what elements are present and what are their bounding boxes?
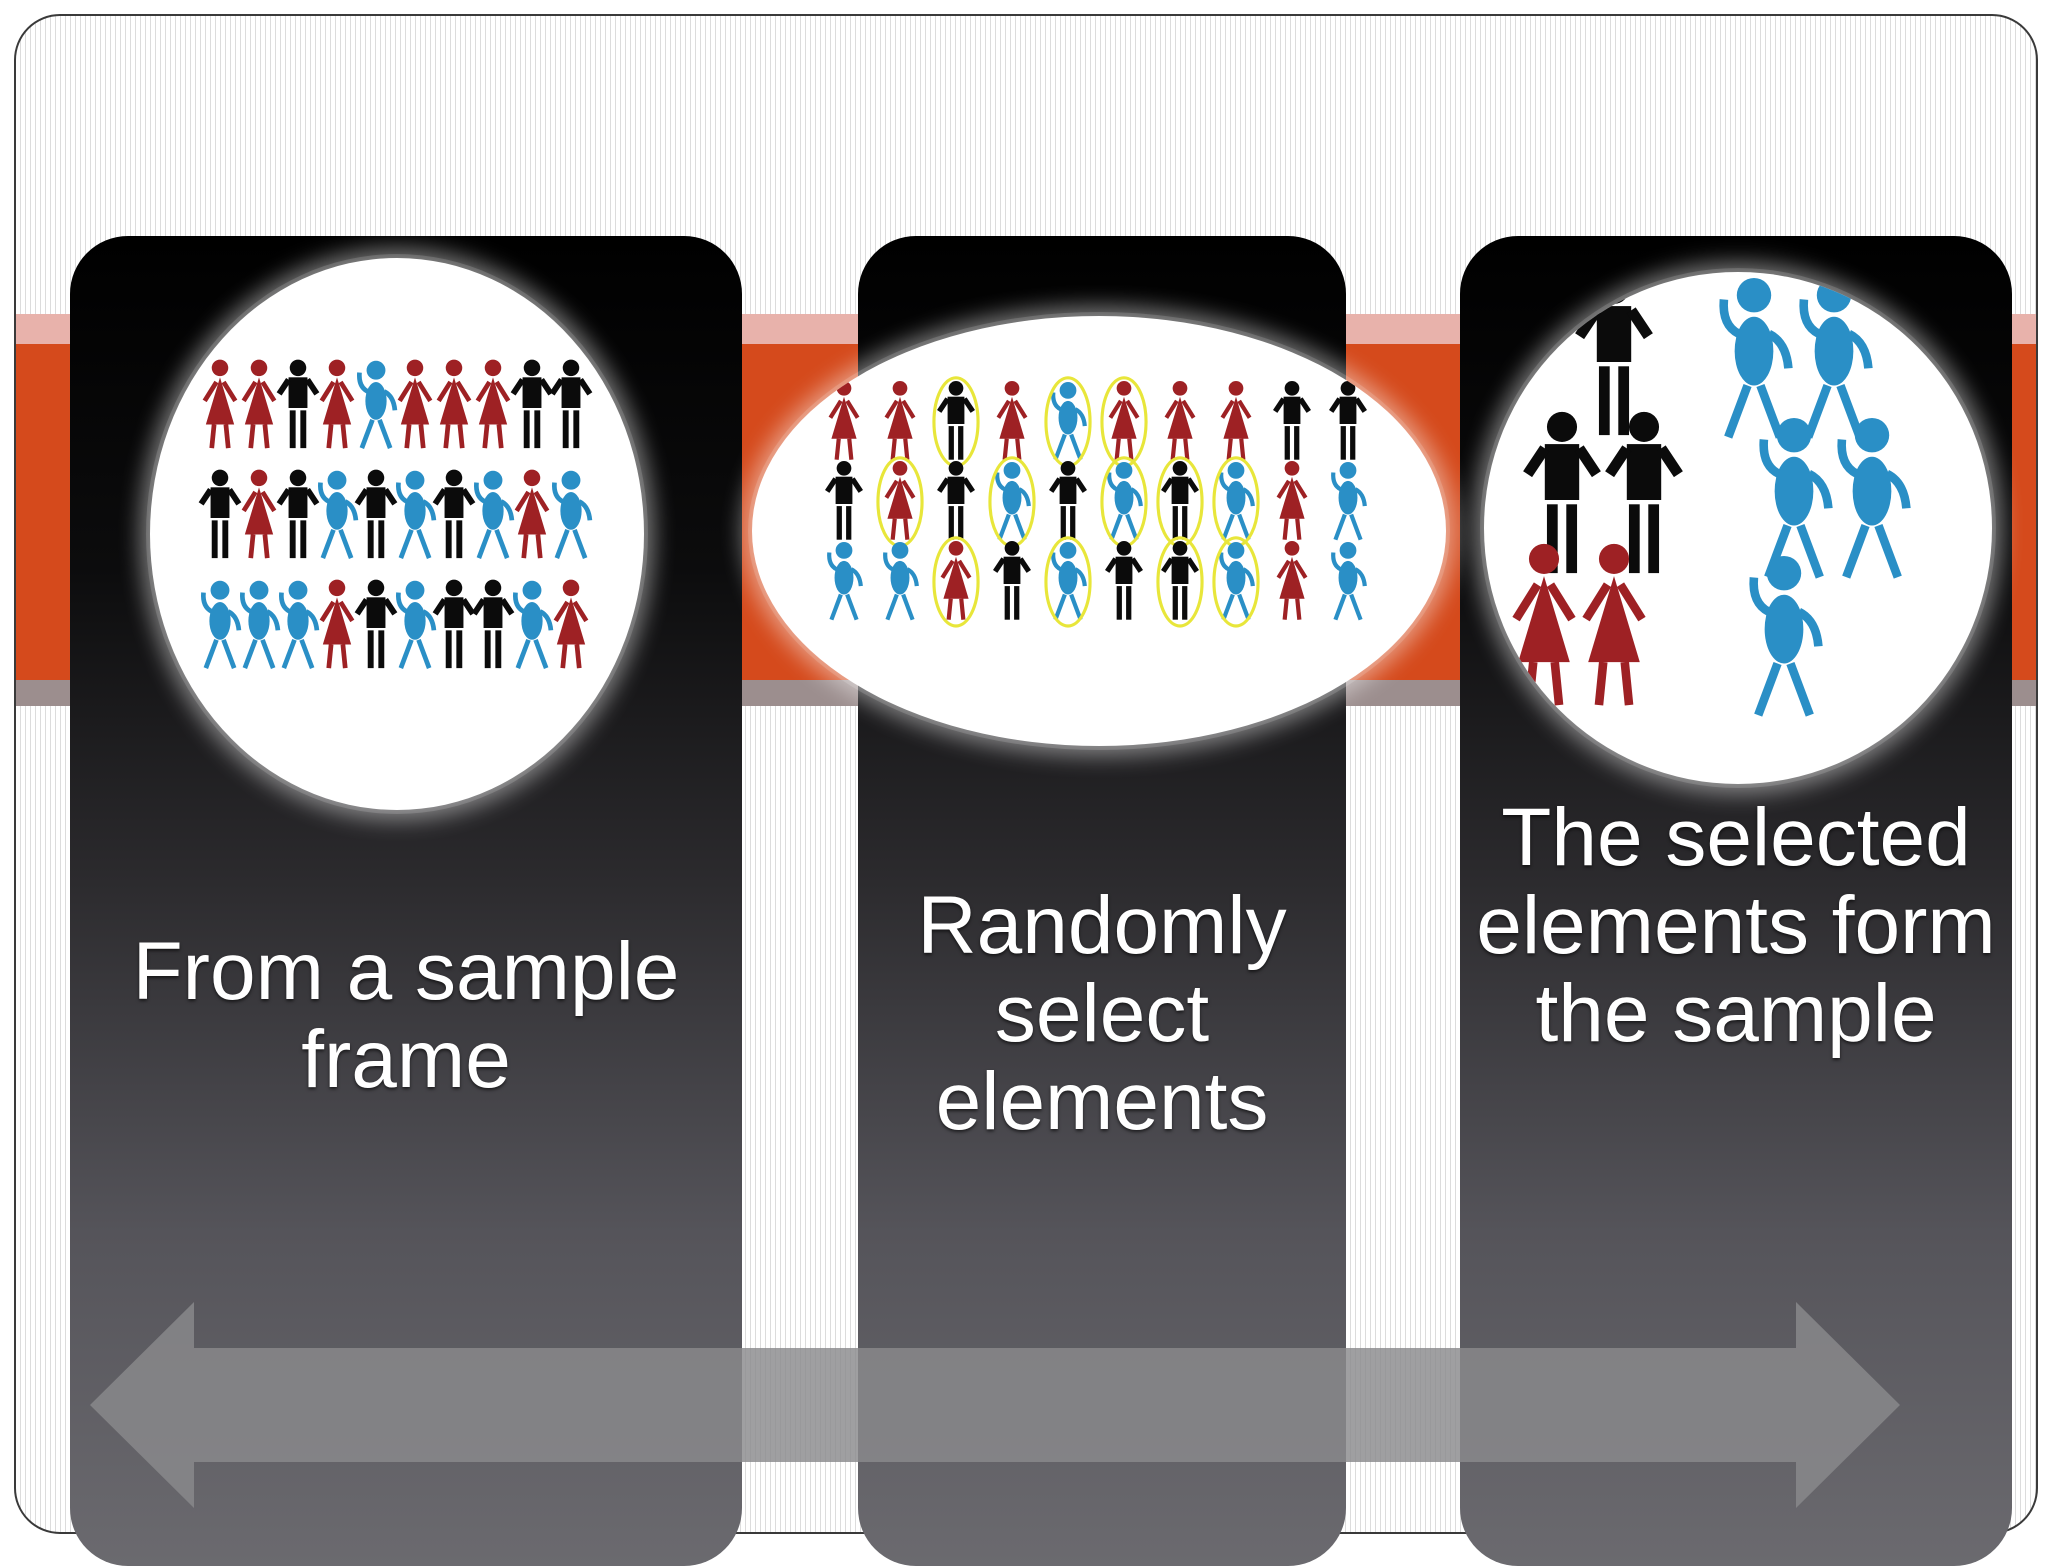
stick-figure-female-icon [828, 380, 860, 460]
stick-figure-female-icon [1100, 376, 1148, 468]
stick-figure-male-icon [932, 376, 980, 468]
step-2-label: Randomly select elements [917, 880, 1287, 1147]
stick-figure-blob-icon [395, 580, 437, 669]
stick-figure-male-icon [1575, 273, 1653, 436]
stick-figure-female-icon [319, 579, 355, 669]
stick-figure-male-icon [198, 469, 242, 559]
stick-figure-male-icon [276, 359, 320, 449]
stick-figure-female-icon [1276, 460, 1308, 540]
stick-figure-blob-icon [512, 580, 554, 669]
stick-figure-male-icon [1156, 536, 1204, 628]
stick-figure-male-icon [354, 469, 398, 559]
stick-figure-blob-icon [883, 542, 919, 621]
stick-figure-female-icon [1512, 543, 1576, 706]
stick-figure-male-icon [276, 469, 320, 559]
sample-frame-picture [150, 258, 644, 810]
stick-figure-blob-icon [356, 360, 398, 449]
stick-figure-female-icon [932, 536, 980, 628]
stick-figure-blob-icon [1212, 536, 1260, 628]
stick-figure-blob-icon [200, 580, 242, 669]
stick-figure-male-icon [549, 359, 593, 449]
stick-figure-blob-icon [1749, 556, 1823, 717]
stick-figure-female-icon [884, 380, 916, 460]
stick-figure-female-icon [1582, 543, 1646, 706]
stick-figure-male-icon [1329, 380, 1367, 460]
stick-figure-female-icon [241, 469, 277, 559]
stick-figure-female-icon [514, 469, 550, 559]
stick-figure-blob-icon [827, 542, 863, 621]
stick-figure-blob-icon [473, 470, 515, 559]
stick-figure-male-icon [993, 540, 1031, 620]
stick-figure-blob-icon [1331, 542, 1367, 621]
stick-figure-female-icon [436, 359, 472, 449]
stick-figure-female-icon [397, 359, 433, 449]
stick-figure-male-icon [432, 579, 476, 669]
stick-figure-female-icon [876, 456, 924, 548]
stick-figure-female-icon [241, 359, 277, 449]
stick-figure-male-icon [471, 579, 515, 669]
stick-figure-blob-icon [1719, 278, 1793, 439]
stick-figure-male-icon [1523, 411, 1601, 574]
stick-figure-female-icon [202, 359, 238, 449]
stick-figure-male-icon [1605, 411, 1683, 574]
stick-figure-female-icon [1164, 380, 1196, 460]
stick-figure-female-icon [996, 380, 1028, 460]
selected-sample-picture [1484, 272, 1992, 784]
sample-frame-figures [198, 359, 593, 669]
stick-figure-male-icon [510, 359, 554, 449]
stick-figure-male-icon [1049, 460, 1087, 540]
random-selection-picture [752, 316, 1446, 746]
step-1-label: From a sample frame [132, 926, 680, 1105]
stick-figure-blob-icon [551, 470, 593, 559]
stick-figure-male-icon [825, 460, 863, 540]
stick-figure-male-icon [1273, 380, 1311, 460]
stick-figure-blob-icon [1759, 418, 1833, 579]
stick-figure-male-icon [937, 460, 975, 540]
stick-figure-blob-icon [1331, 462, 1367, 541]
stick-figure-male-icon [1105, 540, 1143, 620]
stick-figure-female-icon [1276, 540, 1308, 620]
stick-figure-blob-icon [988, 456, 1036, 548]
stick-figure-male-icon [1156, 456, 1204, 548]
stick-figure-blob-icon [317, 470, 359, 559]
stick-figure-blob-icon [1837, 418, 1911, 579]
double-arrow-icon [90, 1302, 1900, 1508]
stick-figure-blob-icon [1044, 376, 1092, 468]
stick-figure-female-icon [553, 579, 589, 669]
stick-figure-female-icon [1220, 380, 1252, 460]
stick-figure-blob-icon [239, 580, 281, 669]
stick-figure-blob-icon [1044, 536, 1092, 628]
stick-figure-blob-icon [278, 580, 320, 669]
selected-sample-figures [1512, 273, 1911, 717]
stick-figure-male-icon [354, 579, 398, 669]
random-selection-figures [825, 376, 1367, 628]
step-3-label: The selected elements form the sample [1476, 792, 1996, 1059]
stick-figure-blob-icon [1100, 456, 1148, 548]
stick-figure-female-icon [319, 359, 355, 449]
stick-figure-female-icon [475, 359, 511, 449]
stick-figure-male-icon [432, 469, 476, 559]
stick-figure-blob-icon [395, 470, 437, 559]
stick-figure-blob-icon [1212, 456, 1260, 548]
stick-figure-blob-icon [1799, 278, 1873, 439]
